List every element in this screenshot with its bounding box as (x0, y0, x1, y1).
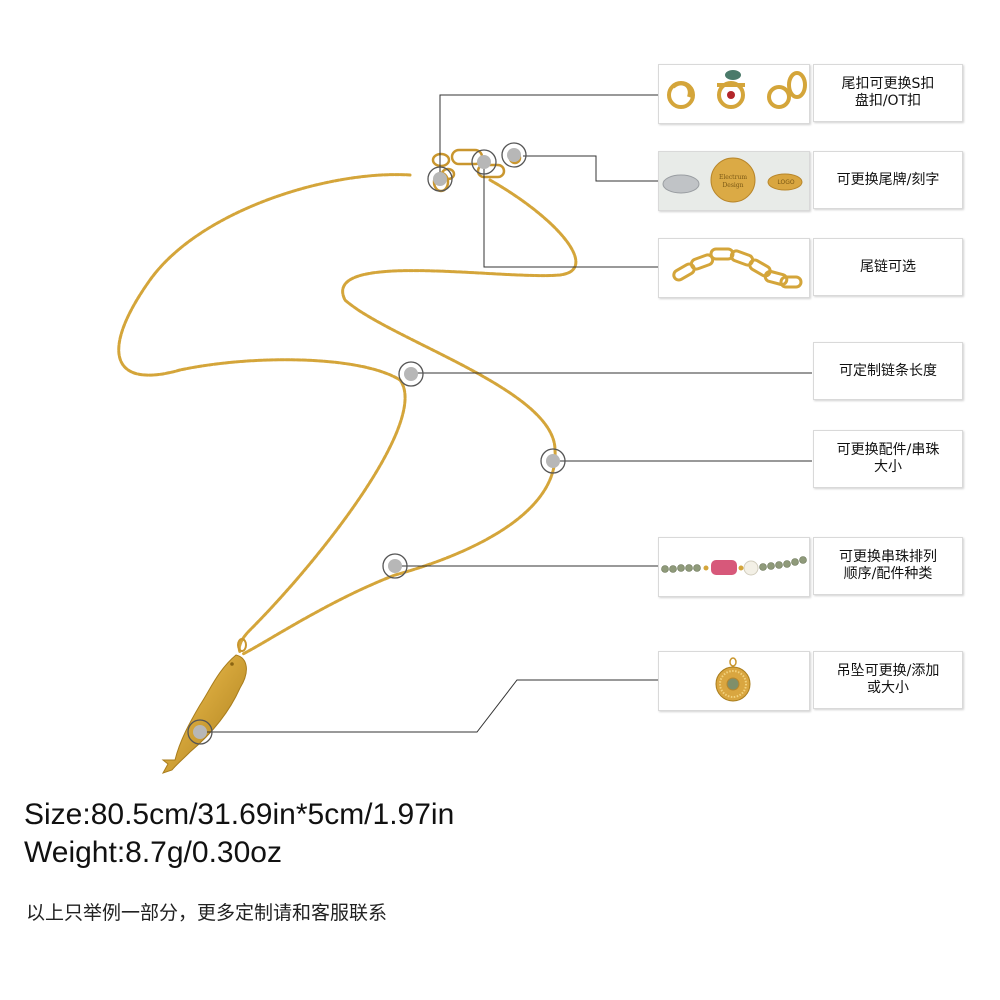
callout-accessory-line1: 可更换配件/串珠 (836, 442, 940, 458)
callout-label-beads: 可更换串珠排列顺序/配件种类 (813, 537, 963, 595)
callout-beads-line2: 顺序/配件种类 (843, 566, 933, 582)
callout-label-accessory: 可更换配件/串珠大小 (813, 430, 963, 488)
leader-lines (200, 94, 812, 733)
callout-beads-line1: 可更换串珠排列 (839, 549, 937, 565)
callout-pendant-line1: 吊坠可更换/添加 (836, 663, 940, 679)
customization-note: 以上只举例一部分，更多定制请和客服联系 (26, 902, 388, 924)
callout-label-chain-length: 可定制链条长度 (813, 342, 963, 400)
callout-clasp-line1: 尾扣可更换S扣 (841, 76, 935, 92)
bead-strand-thumbnail (658, 537, 810, 597)
callout-pendant-line2: 或大小 (867, 680, 909, 696)
callout-chain-length-line1: 可定制链条长度 (839, 362, 937, 379)
callout-label-pendant: 吊坠可更换/添加或大小 (813, 651, 963, 709)
necklace-chain-right (241, 178, 578, 656)
tail-chain-thumbnail (658, 238, 810, 298)
svg-text:Design: Design (722, 182, 743, 189)
tag-options-thumbnail: Electrum Design LOGO (658, 151, 810, 211)
clasp-options-thumbnail (658, 64, 810, 124)
pendant-thumbnail (658, 651, 810, 711)
size-spec: Size:80.5cm/31.69in*5cm/1.97in (24, 798, 455, 831)
callout-label-clasp: 尾扣可更换S扣盘扣/OT扣 (813, 64, 963, 122)
callout-clasp-line2: 盘扣/OT扣 (854, 93, 922, 109)
callout-tail-chain-line1: 尾链可选 (860, 258, 916, 275)
svg-text:Electrum: Electrum (719, 174, 747, 181)
callout-tag-line1: 可更换尾牌/刻字 (836, 171, 940, 188)
callout-accessory-line2: 大小 (874, 459, 902, 475)
callout-label-tag: 可更换尾牌/刻字 (813, 151, 963, 209)
weight-spec: Weight:8.7g/0.30oz (24, 836, 282, 869)
clasp-and-extender (431, 148, 522, 193)
necklace-chain (117, 173, 412, 654)
tag-small-text: LOGO (777, 179, 795, 186)
callout-label-tail-chain: 尾链可选 (813, 238, 963, 296)
fish-pendant (161, 638, 247, 774)
callout-markers (187, 142, 566, 745)
